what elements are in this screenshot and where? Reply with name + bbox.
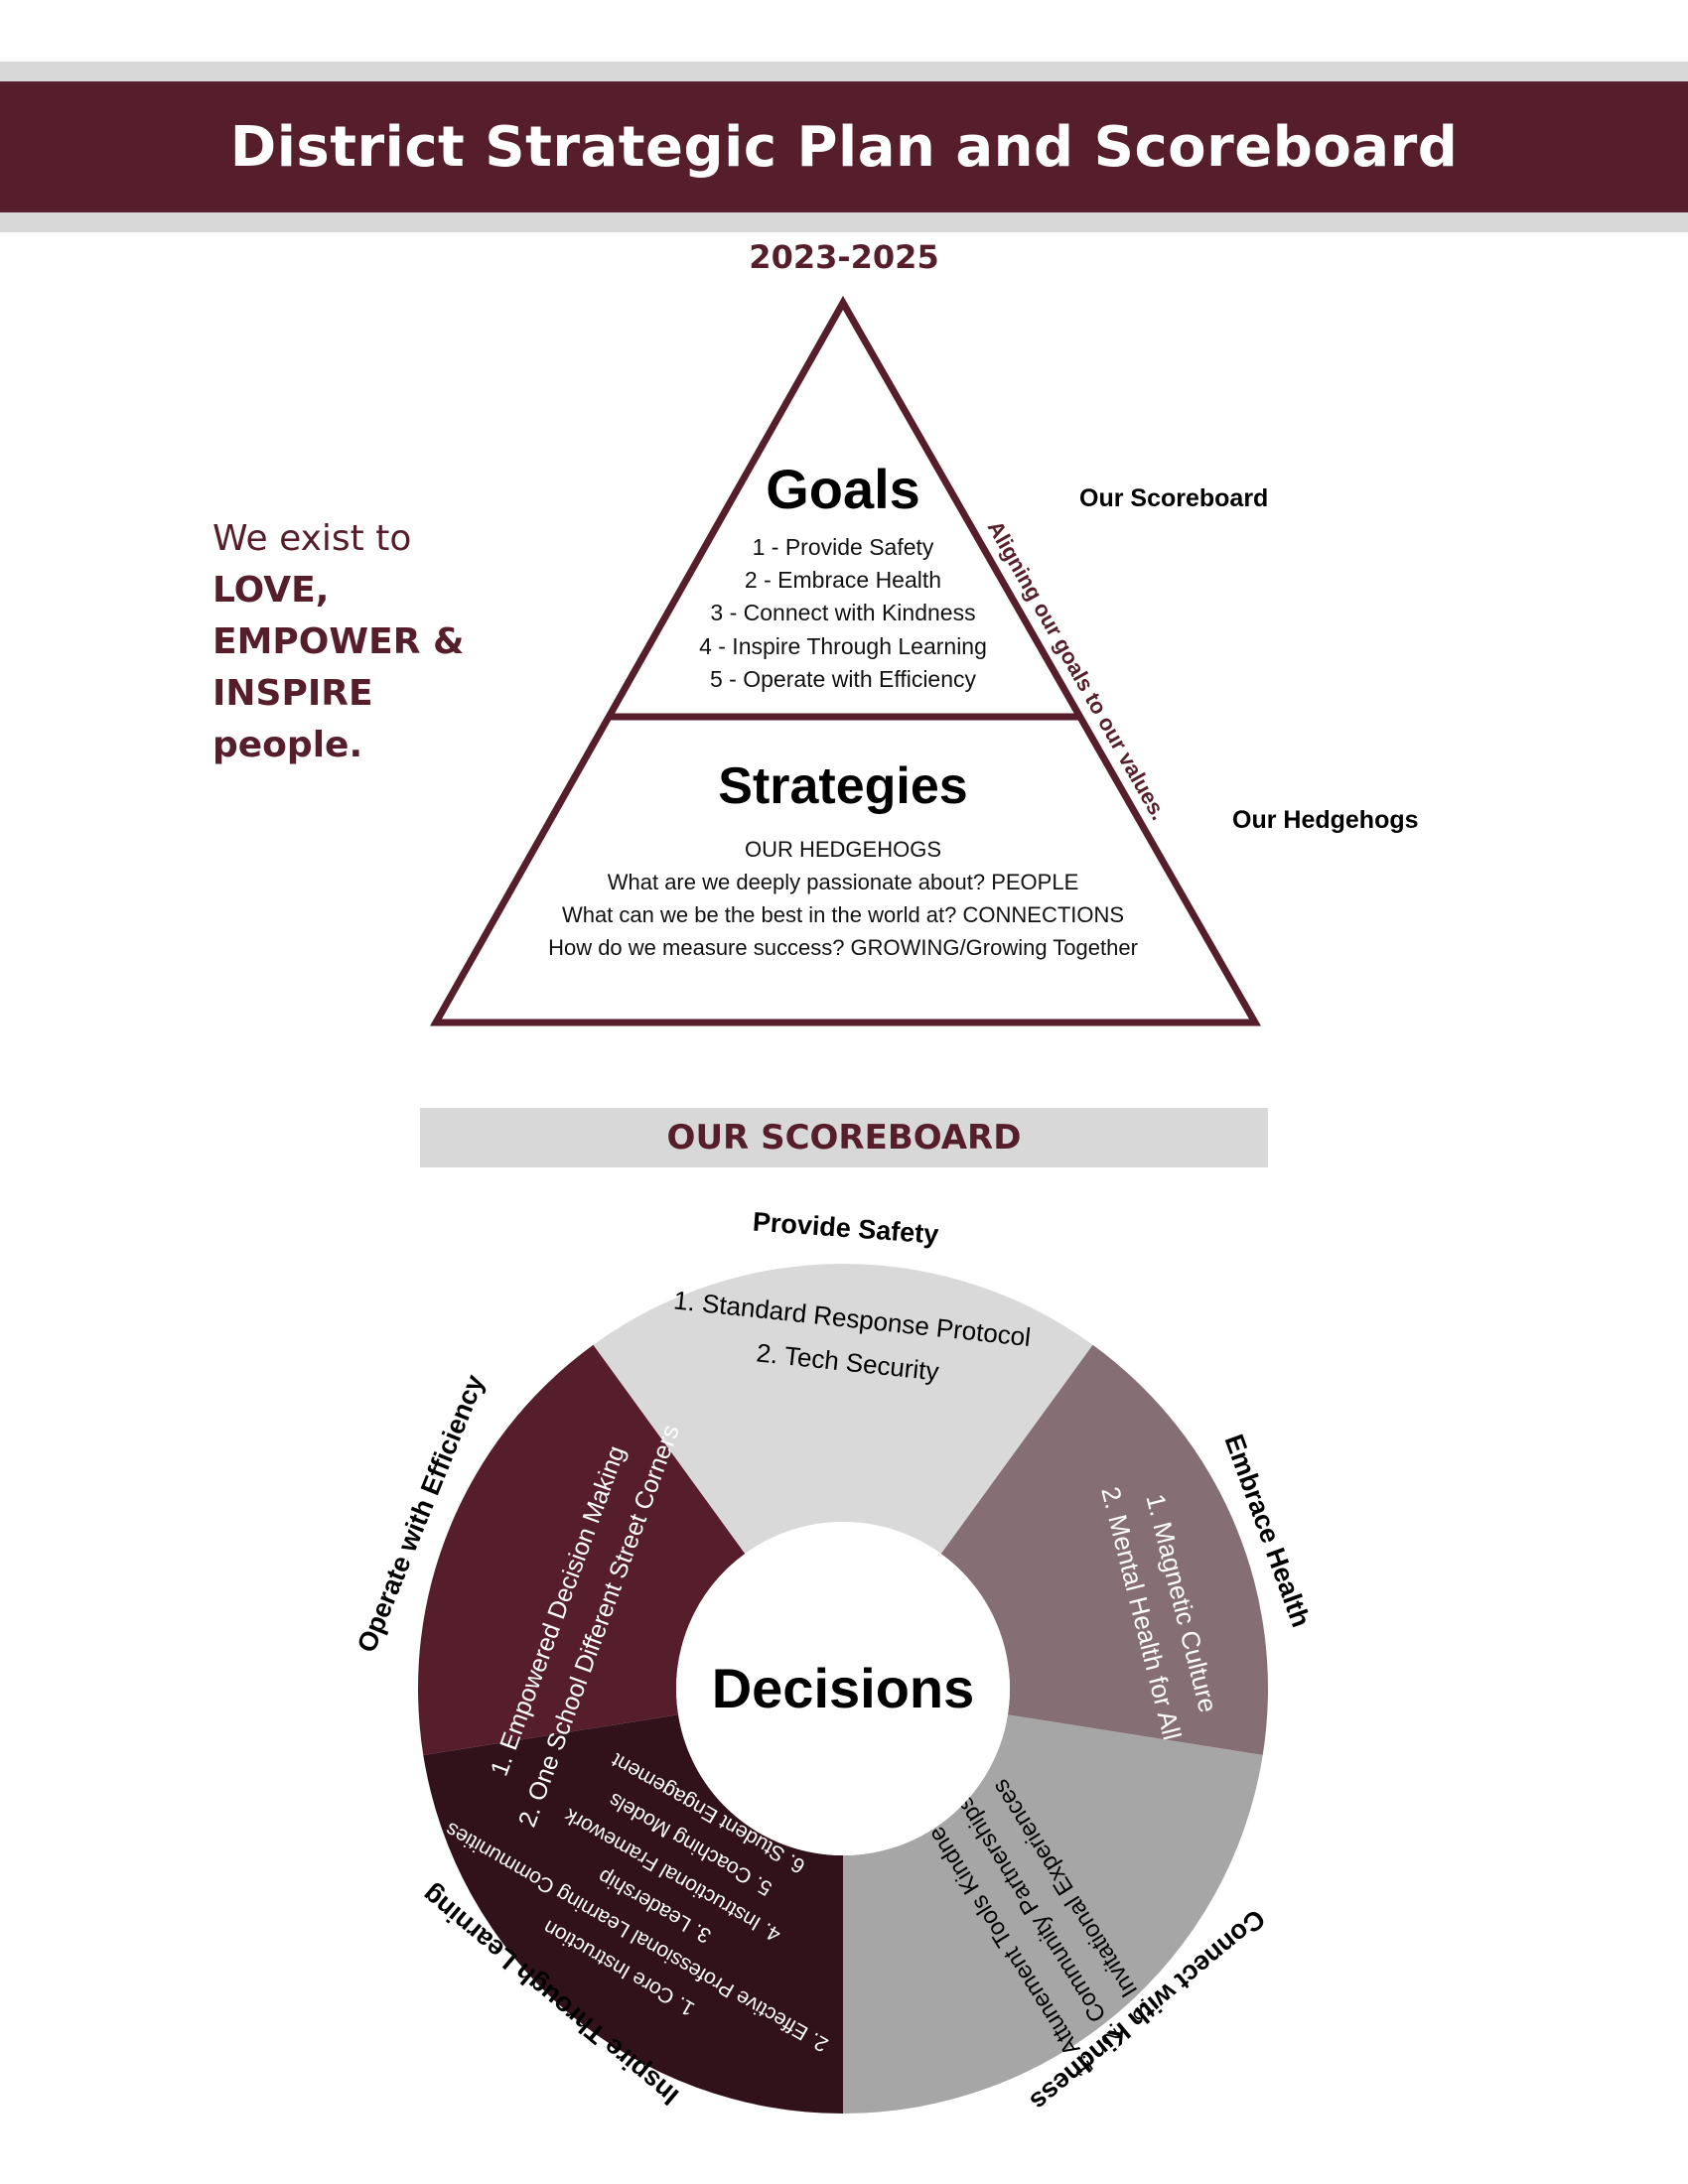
strategy-item: OUR HEDGEHOGS (745, 837, 941, 862)
goal-item: 3 - Connect with Kindness (710, 600, 975, 625)
mission-intro: We exist to (212, 518, 412, 559)
segment-inspire-through-learning (423, 1714, 843, 2114)
mission-statement: We exist to LOVE, EMPOWER & INSPIRE peop… (212, 513, 464, 771)
strategy-item: How do we measure success? GROWING/Growi… (548, 935, 1138, 960)
our-scoreboard-label: Our Scoreboard (1079, 484, 1268, 512)
goal-item: 5 - Operate with Efficiency (710, 666, 977, 692)
scoreboard-title: OUR SCOREBOARD (666, 1118, 1022, 1158)
plan-years: 2023-2025 (749, 238, 939, 276)
goal-item: 2 - Embrace Health (745, 567, 941, 593)
strategy-item: What are we deeply passionate about? PEO… (608, 870, 1079, 894)
scoreboard-heading-bar: OUR SCOREBOARD (420, 1108, 1268, 1167)
segment-provide-safety (593, 1263, 1093, 1555)
center-decisions: Decisions (712, 1657, 975, 1719)
strategy-pyramid: Goals 1 - Provide Safety 2 - Embrace Hea… (429, 295, 1419, 1026)
mission-love: LOVE, (212, 570, 330, 611)
strategies-title: Strategies (718, 757, 967, 815)
strategy-item: What can we be the best in the world at?… (562, 902, 1124, 927)
our-hedgehogs-label: Our Hedgehogs (1232, 806, 1419, 834)
goal-item: 1 - Provide Safety (753, 534, 934, 560)
page-title: District Strategic Plan and Scoreboard (229, 114, 1459, 180)
wheel-center (676, 1522, 1010, 1855)
header-banner: District Strategic Plan and Scoreboard (0, 81, 1688, 212)
segment-connect-with-kindness (843, 1714, 1263, 2114)
segment-embrace-health (940, 1344, 1268, 1755)
pyramid-outline (429, 295, 1262, 1026)
mission-people: people. (212, 725, 363, 765)
goals-title: Goals (766, 458, 920, 520)
segment-operate-with-efficiency (418, 1344, 746, 1755)
goal-item: 4 - Inspire Through Learning (699, 633, 987, 659)
mission-empower: EMPOWER & (212, 621, 465, 662)
mission-inspire: INSPIRE (212, 673, 373, 714)
segment-label-provide-safety: Provide Safety (752, 1207, 939, 1250)
